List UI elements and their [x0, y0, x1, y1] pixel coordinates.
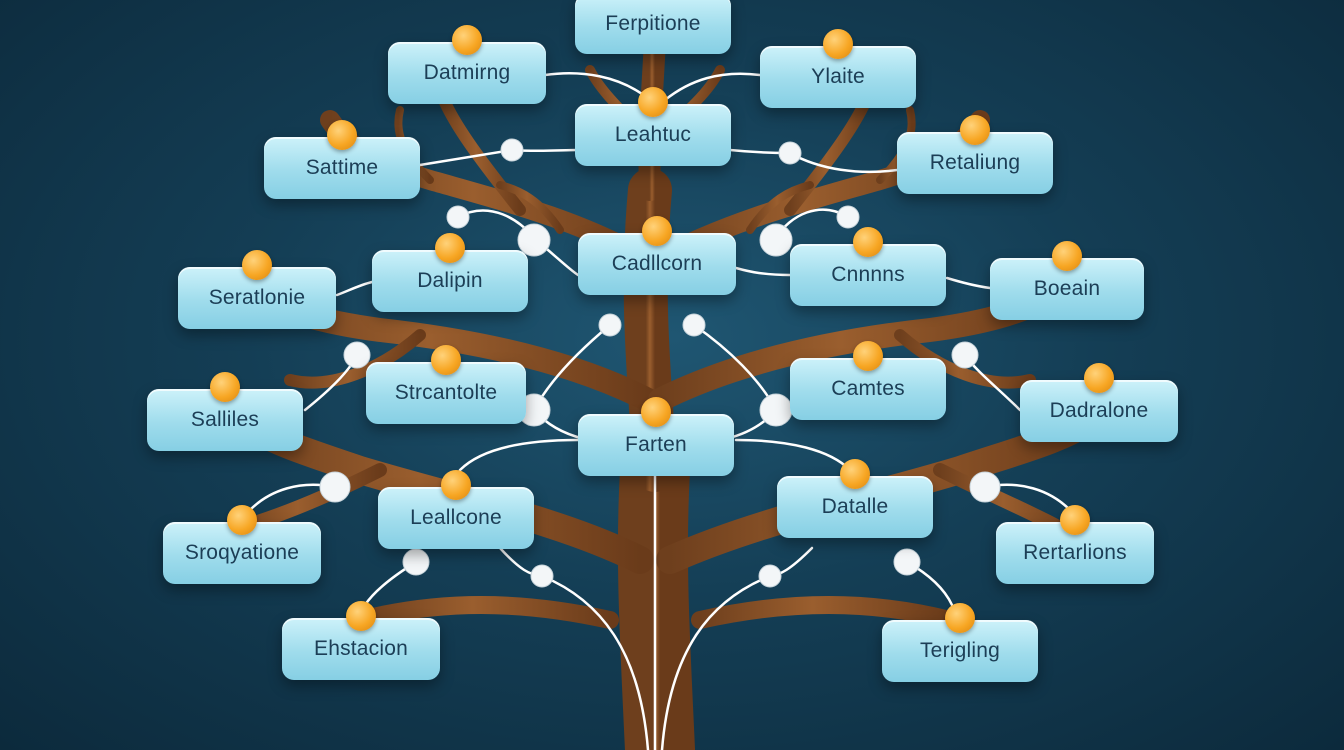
- node-dot: [641, 397, 671, 427]
- node-dalipin[interactable]: Dalipin: [372, 233, 528, 312]
- node-ehstacion[interactable]: Ehstacion: [282, 601, 440, 680]
- junction-point: [598, 313, 622, 337]
- node-label: Cnnnns: [831, 263, 905, 286]
- node-dot: [960, 115, 990, 145]
- node-label: Datmirng: [423, 61, 511, 84]
- junction-point: [500, 138, 524, 162]
- junction-point: [758, 564, 782, 588]
- node-ferpitione[interactable]: Ferpitione: [575, 0, 731, 54]
- node-leahtuc[interactable]: Leahtuc: [575, 87, 731, 166]
- node-dot: [945, 603, 975, 633]
- node-dot: [327, 120, 357, 150]
- junction-point: [402, 548, 430, 576]
- junction-point: [969, 471, 1001, 503]
- node-dot: [431, 345, 461, 375]
- node-camtes[interactable]: Camtes: [790, 341, 946, 420]
- node-dot: [1052, 241, 1082, 271]
- node-label: Sroqyatione: [184, 541, 300, 564]
- junction-point: [530, 564, 554, 588]
- node-sroqyatione[interactable]: Sroqyatione: [163, 505, 321, 584]
- junction-point: [319, 471, 351, 503]
- node-dot: [227, 505, 257, 535]
- node-label: Ehstacion: [313, 637, 409, 660]
- node-ylaite[interactable]: Ylaite: [760, 29, 916, 108]
- node-cadllcorn[interactable]: Cadllcorn: [578, 216, 736, 295]
- node-boeain[interactable]: Boeain: [990, 241, 1144, 320]
- node-dot: [642, 216, 672, 246]
- junction-point: [759, 223, 793, 257]
- node-leallcone[interactable]: Leallcone: [378, 470, 534, 549]
- node-label: Farten: [625, 433, 687, 456]
- node-label: Leahtuc: [614, 123, 692, 146]
- node-terigling[interactable]: Terigling: [882, 603, 1038, 682]
- node-sattime[interactable]: Sattime: [264, 120, 420, 199]
- node-label: Sattime: [305, 156, 379, 179]
- node-seratlonie[interactable]: Seratlonie: [178, 250, 336, 329]
- junction-point: [951, 341, 979, 369]
- junction-point: [682, 313, 706, 337]
- junction-point: [446, 205, 470, 229]
- node-label: Salliles: [190, 408, 260, 431]
- node-dot: [1060, 505, 1090, 535]
- node-dot: [638, 87, 668, 117]
- node-retaliung[interactable]: Retaliung: [897, 115, 1053, 194]
- node-label: Terigling: [919, 639, 1000, 662]
- node-label: Retaliung: [929, 151, 1021, 174]
- node-dot: [840, 459, 870, 489]
- junction-point: [836, 205, 860, 229]
- node-label: Dadralone: [1049, 399, 1149, 422]
- node-dot: [435, 233, 465, 263]
- node-label: Strcantolte: [394, 381, 498, 404]
- node-dot: [452, 25, 482, 55]
- node-dot: [441, 470, 471, 500]
- node-label: Leallcone: [410, 506, 502, 529]
- node-label: Cadllcorn: [611, 252, 703, 275]
- node-label: Seratlonie: [208, 286, 306, 309]
- junction-point: [778, 141, 802, 165]
- node-dot: [242, 250, 272, 280]
- node-dot: [210, 372, 240, 402]
- junction-point: [517, 223, 551, 257]
- node-dadralone[interactable]: Dadralone: [1020, 363, 1178, 442]
- node-label: Datalle: [821, 495, 889, 518]
- node-farten[interactable]: Farten: [578, 397, 734, 476]
- node-label: Ferpitione: [605, 12, 701, 35]
- node-datmirng[interactable]: Datmirng: [388, 25, 546, 104]
- junction-point: [759, 393, 793, 427]
- junction-point: [893, 548, 921, 576]
- junction-points: [319, 138, 1001, 588]
- junction-point: [343, 341, 371, 369]
- node-rertarlions[interactable]: Rertarlions: [996, 505, 1154, 584]
- node-strcantolte[interactable]: Strcantolte: [366, 345, 526, 424]
- node-dot: [346, 601, 376, 631]
- node-label: Dalipin: [417, 269, 483, 292]
- node-label: Boeain: [1033, 277, 1101, 300]
- node-salliles[interactable]: Salliles: [147, 372, 303, 451]
- node-dot: [823, 29, 853, 59]
- node-cnnnns[interactable]: Cnnnns: [790, 227, 946, 306]
- node-label: Camtes: [831, 377, 905, 400]
- node-dot: [853, 341, 883, 371]
- node-label: Ylaite: [811, 65, 865, 88]
- node-datalle[interactable]: Datalle: [777, 459, 933, 538]
- node-dot: [1084, 363, 1114, 393]
- node-dot: [853, 227, 883, 257]
- node-label: Rertarlions: [1023, 541, 1127, 564]
